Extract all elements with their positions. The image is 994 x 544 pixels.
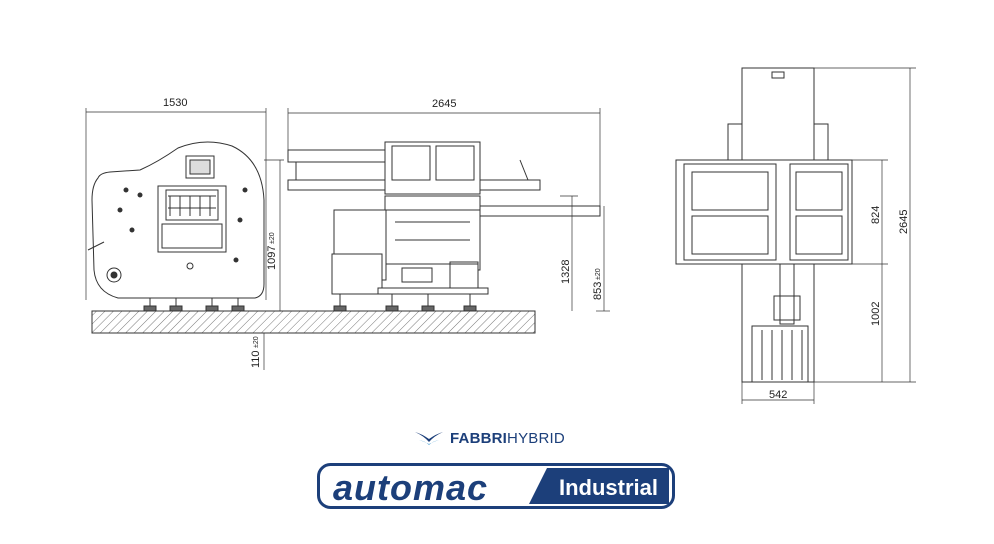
fabbri-wordmark: FABBRIHYBRID xyxy=(450,430,565,447)
top-view xyxy=(675,67,853,383)
dim-top-module: 824 xyxy=(870,206,882,224)
dim-side-height: 1097 xyxy=(266,246,278,270)
automac-wordmark: automac xyxy=(333,467,488,508)
top-dim-lines xyxy=(741,67,916,404)
dim-front-width: 2645 xyxy=(432,98,456,110)
dim-ground-clearance: 110 xyxy=(250,350,262,368)
fabbri-light-text: HYBRID xyxy=(507,429,565,447)
dim-work-height: 853 xyxy=(592,282,604,300)
automac-logo: automac Industrial xyxy=(317,463,675,509)
fabbri-bird-logo xyxy=(415,432,443,445)
dim-front-height: 1328 xyxy=(560,260,572,284)
dim-side-width: 1530 xyxy=(163,97,187,109)
dim-work-height-tol: ±20 xyxy=(595,268,602,280)
side-dim-lines xyxy=(85,108,284,370)
fabbri-bold-text: FABBRI xyxy=(450,429,508,447)
dim-side-height-tol: ±20 xyxy=(269,232,276,244)
dim-top-length: 2645 xyxy=(898,210,910,234)
industrial-wordmark: Industrial xyxy=(559,475,658,500)
dim-top-width: 542 xyxy=(769,389,787,401)
dim-ground-clearance-tol: ±20 xyxy=(253,336,260,348)
side-view xyxy=(87,141,265,312)
ground-slab xyxy=(91,310,536,334)
fabbri-hybrid-logo: FABBRIHYBRID xyxy=(414,428,565,448)
dim-top-infeed: 1002 xyxy=(870,302,882,326)
technical-drawing: 1530 1097 ±20 110 ±20 2645 1328 853 ±20 … xyxy=(85,67,916,404)
front-view xyxy=(287,141,601,312)
front-dim-lines xyxy=(287,108,610,312)
